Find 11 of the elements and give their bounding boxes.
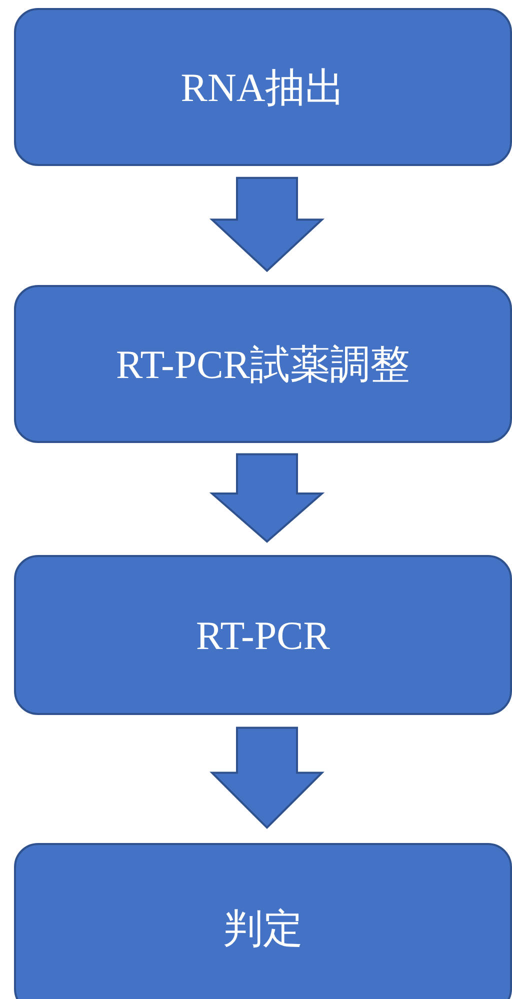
- step-label: RNA抽出: [180, 64, 346, 112]
- block-arrow: [209, 176, 325, 272]
- process-box: [14, 285, 512, 443]
- process-box: [14, 8, 512, 166]
- block-arrow: [209, 453, 325, 543]
- step-label: 判定: [223, 904, 303, 952]
- block-arrow: [210, 726, 324, 830]
- process-box: [14, 843, 512, 999]
- step-label: RT-PCR試薬調整: [116, 340, 410, 388]
- step-label: RT-PCR: [196, 612, 330, 658]
- process-box: [14, 555, 512, 715]
